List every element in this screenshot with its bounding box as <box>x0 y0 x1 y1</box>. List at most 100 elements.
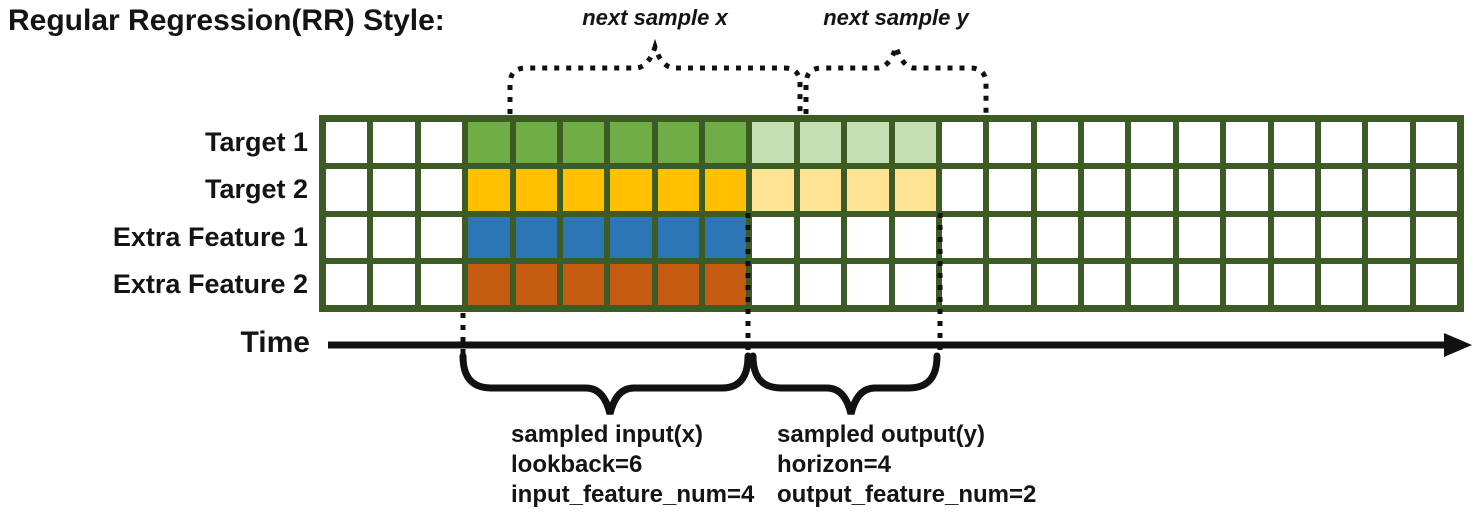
grid-cell <box>847 122 889 164</box>
next-sample-y-brace <box>803 38 989 114</box>
grid-cell <box>326 263 368 305</box>
grid-cell <box>468 216 510 258</box>
grid-cell <box>1178 169 1221 211</box>
grid-cell <box>610 263 652 305</box>
grid-cell <box>1178 216 1221 258</box>
grid-cell <box>1084 169 1126 211</box>
row-label-target-2: Target 2 <box>204 174 308 204</box>
grid-cell <box>420 263 463 305</box>
grid-cell <box>1320 216 1363 258</box>
grid-cell <box>468 263 510 305</box>
grid-cell <box>1273 122 1315 164</box>
grid-cell <box>847 263 889 305</box>
grid-cell <box>894 169 936 211</box>
sampled-input-annotation: sampled input(x) lookback=6 input_featur… <box>511 420 754 510</box>
grid-cell <box>1178 122 1221 164</box>
grid-cell <box>941 169 984 211</box>
grid-cell <box>752 169 794 211</box>
grid-cell <box>752 263 794 305</box>
row-label-extra-feature-1: Extra Feature 1 <box>112 222 308 252</box>
grid-cell <box>1131 216 1173 258</box>
grid-cell <box>1368 216 1410 258</box>
grid-cell <box>373 263 415 305</box>
grid-cell <box>989 122 1031 164</box>
horizon-value: horizon=4 <box>777 451 892 478</box>
grid-cell <box>705 169 747 211</box>
grid-cell <box>847 169 889 211</box>
grid-cell <box>610 122 652 164</box>
grid-cell <box>657 122 699 164</box>
lookback-value: lookback=6 <box>511 451 643 478</box>
grid-cell <box>799 263 842 305</box>
grid-cell <box>515 216 557 258</box>
grid-cell <box>1415 216 1457 258</box>
grid-cell <box>562 263 605 305</box>
grid-cell <box>1320 169 1363 211</box>
output-feature-num-value: output_feature_num=2 <box>777 481 1037 508</box>
grid-cell <box>515 169 557 211</box>
sampled-input-brace <box>459 352 752 415</box>
grid-cell <box>373 169 415 211</box>
grid-cell <box>989 216 1031 258</box>
grid-cell <box>847 216 889 258</box>
grid-cell <box>1415 122 1457 164</box>
grid-cell <box>989 263 1031 305</box>
sampled-output-brace <box>749 352 941 415</box>
input-feature-num-value: input_feature_num=4 <box>511 481 755 508</box>
grid-cell <box>1320 263 1363 305</box>
grid-cell <box>1036 122 1078 164</box>
grid-cell <box>941 263 984 305</box>
grid-cell <box>1131 169 1173 211</box>
grid-cell <box>1273 216 1315 258</box>
grid-cell <box>657 263 699 305</box>
next-sample-x-brace <box>507 38 803 114</box>
grid-cell <box>1320 122 1363 164</box>
grid-cell <box>420 122 463 164</box>
grid-cell <box>1415 169 1457 211</box>
grid-cell <box>705 216 747 258</box>
grid-cell <box>420 169 463 211</box>
time-series-grid <box>319 115 1464 312</box>
grid-cell <box>1415 263 1457 305</box>
sampled-output-title: sampled output(y) <box>777 421 985 448</box>
grid-cell <box>752 216 794 258</box>
grid-cell <box>562 122 605 164</box>
grid-cell <box>1368 169 1410 211</box>
grid-cell <box>1084 122 1126 164</box>
grid-cell <box>1084 263 1126 305</box>
sampled-output-annotation: sampled output(y) horizon=4 output_featu… <box>777 420 1036 510</box>
grid-cell <box>610 169 652 211</box>
grid-cell <box>989 169 1031 211</box>
grid-cell <box>468 169 510 211</box>
time-axis-label: Time <box>240 326 310 359</box>
grid-cell <box>1226 216 1268 258</box>
row-label-target-1: Target 1 <box>204 127 308 157</box>
grid-cell <box>1226 169 1268 211</box>
grid-cell <box>705 263 747 305</box>
grid-cell <box>894 263 936 305</box>
diagram-title: Regular Regression(RR) Style: <box>8 4 445 37</box>
grid-cell <box>373 216 415 258</box>
grid-cell <box>1084 216 1126 258</box>
sampled-input-title: sampled input(x) <box>511 421 704 448</box>
grid-cell <box>941 216 984 258</box>
next-sample-x-label: next sample x <box>582 5 728 30</box>
grid-cell <box>657 169 699 211</box>
grid-cell <box>373 122 415 164</box>
grid-cell <box>894 216 936 258</box>
grid-cell <box>1036 169 1078 211</box>
row-label-extra-feature-2: Extra Feature 2 <box>112 269 308 299</box>
grid-cell <box>894 122 936 164</box>
grid-cell <box>1036 216 1078 258</box>
grid-cell <box>1178 263 1221 305</box>
grid-cell <box>1368 122 1410 164</box>
grid-cell <box>799 169 842 211</box>
grid-cell <box>468 122 510 164</box>
grid-cell <box>705 122 747 164</box>
grid-cell <box>799 122 842 164</box>
time-arrow <box>328 333 1472 357</box>
grid-cell <box>562 216 605 258</box>
grid-cell <box>326 216 368 258</box>
grid-cell <box>515 263 557 305</box>
